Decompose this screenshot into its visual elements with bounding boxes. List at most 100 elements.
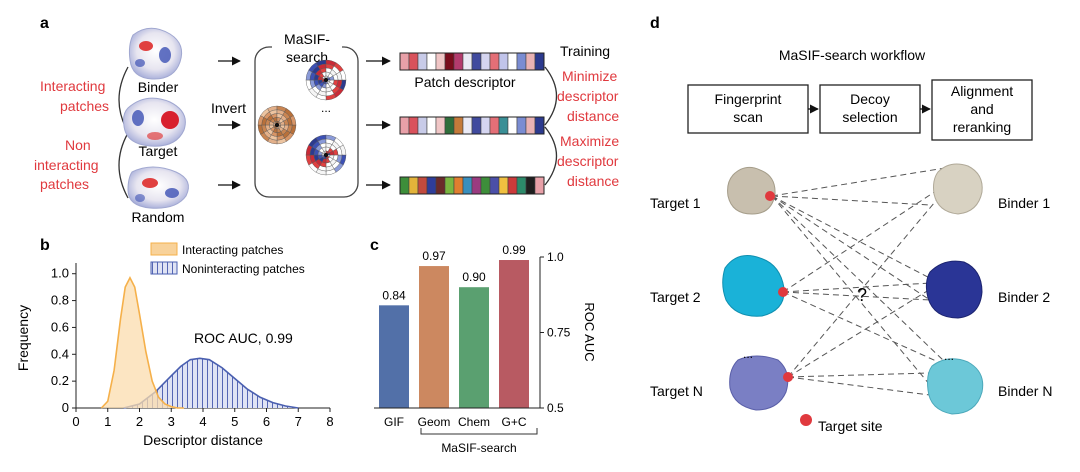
target-site-legend-dot (800, 414, 812, 426)
descriptor-cell (444, 176, 455, 195)
y-tick-label: 1.0 (51, 266, 69, 281)
legend-swatch-noninteracting (150, 261, 178, 275)
descriptor-cell (453, 176, 464, 195)
descriptor-cell (489, 176, 500, 195)
target-site-1 (765, 191, 775, 201)
x-tick-label: 3 (168, 414, 175, 429)
pairing-lines (771, 167, 946, 396)
polar-center (323, 152, 329, 158)
legend-swatch-interacting (150, 242, 178, 256)
descriptor-cell (417, 52, 428, 71)
protein-target (123, 97, 186, 147)
descriptor-cell (480, 176, 491, 195)
roc-annotation: ROC AUC, 0.99 (194, 330, 293, 346)
bar-category-label: Chem (458, 415, 490, 429)
descriptor-cell (498, 52, 509, 71)
noninteracting-label-1: Non (65, 137, 91, 153)
descriptor-cell (408, 176, 419, 195)
bar-chem (459, 287, 489, 408)
descriptor-cell (471, 52, 482, 71)
protein-binder-1 (933, 163, 983, 215)
step-decoy-2: selection (842, 109, 897, 125)
descriptor-cell (534, 52, 545, 71)
invert-label: Invert (211, 100, 246, 116)
descriptor-cell (408, 52, 419, 71)
step-fingerprint-1: Fingerprint (715, 91, 782, 107)
target-site-n (783, 372, 793, 382)
legend-interacting: Interacting patches (182, 243, 283, 257)
target-name: Target (139, 143, 178, 159)
descriptor-cell (480, 116, 491, 135)
masif-search-bracket (420, 428, 538, 435)
descriptor-cell (507, 52, 518, 71)
panel-label-c: c (370, 237, 379, 254)
descriptor-cell (534, 176, 545, 195)
descriptor-cell (507, 176, 518, 195)
descriptor-cell (444, 52, 455, 71)
y-tick-label: 0.8 (51, 293, 69, 308)
step-box-decoy (819, 84, 921, 134)
y-axis-title: Frequency (15, 305, 31, 371)
bar-value-label: 0.97 (422, 249, 446, 263)
noninteracting-label-3: patches (40, 176, 89, 192)
panel-label-b: b (40, 237, 50, 254)
step-decoy-1: Decoy (850, 91, 890, 107)
bar-value-label: 0.90 (462, 270, 486, 284)
y-tick-label: 1.0 (547, 250, 564, 264)
maximize-label-2: descriptor (557, 153, 619, 169)
masif-label-1: MaSIF- (284, 31, 330, 47)
x-tick-label: 0 (72, 414, 79, 429)
polar-grid-output-2 (305, 134, 347, 176)
descriptor-cell (435, 116, 446, 135)
bar-value-label: 0.99 (502, 243, 526, 257)
x-tick-label: 2 (136, 414, 143, 429)
descriptor-cell (444, 116, 455, 135)
descriptor-cell (525, 116, 536, 135)
bar-category-label: Geom (418, 415, 451, 429)
descriptor-target (399, 116, 545, 135)
descriptor-cell (399, 176, 410, 195)
random-name: Random (132, 209, 185, 225)
bar-category-label: G+C (501, 415, 526, 429)
binder-n-label: Binder N (998, 383, 1052, 399)
descriptor-cell (462, 52, 473, 71)
interacting-curve (100, 275, 184, 409)
descriptor-cell (489, 116, 500, 135)
training-label: Training (560, 43, 610, 59)
descriptor-cell (426, 52, 437, 71)
noninteracting-label-2: interacting (34, 157, 99, 173)
bar-g-c (499, 260, 529, 408)
workflow-title: MaSIF-search workflow (779, 47, 926, 63)
descriptor-cell (480, 52, 491, 71)
descriptor-cell (516, 116, 527, 135)
descriptor-cell (435, 52, 446, 71)
binder-2-label: Binder 2 (998, 289, 1050, 305)
y-tick-label: 0 (62, 400, 69, 415)
step-alignment-3: reranking (953, 119, 1011, 135)
descriptor-cell (417, 116, 428, 135)
target-site-2 (778, 287, 788, 297)
bar-gif (379, 305, 409, 408)
y-tick-label: 0.5 (547, 401, 564, 415)
unknown-pair-mark: ? (857, 285, 867, 305)
protein-binder-n (927, 358, 984, 415)
descriptor-binder (399, 52, 545, 71)
y-tick-label: 0.2 (51, 373, 69, 388)
maximize-bracket (544, 126, 558, 186)
x-axis-title: Descriptor distance (143, 432, 263, 448)
protein-binder (128, 27, 183, 80)
polar-center (323, 77, 329, 83)
descriptor-cell (516, 176, 527, 195)
bar-category-label: GIF (384, 415, 404, 429)
binder-name: Binder (138, 79, 179, 95)
panel-label-d: d (650, 15, 660, 32)
descriptor-cell (453, 116, 464, 135)
step-alignment-1: Alignment (951, 83, 1013, 99)
descriptor-cell (408, 116, 419, 135)
y-axis-title: ROC AUC (582, 302, 597, 361)
minimize-bracket (544, 66, 558, 126)
descriptor-cell (507, 116, 518, 135)
interacting-label-2: patches (60, 98, 109, 114)
step-box-alignment (931, 79, 1033, 141)
